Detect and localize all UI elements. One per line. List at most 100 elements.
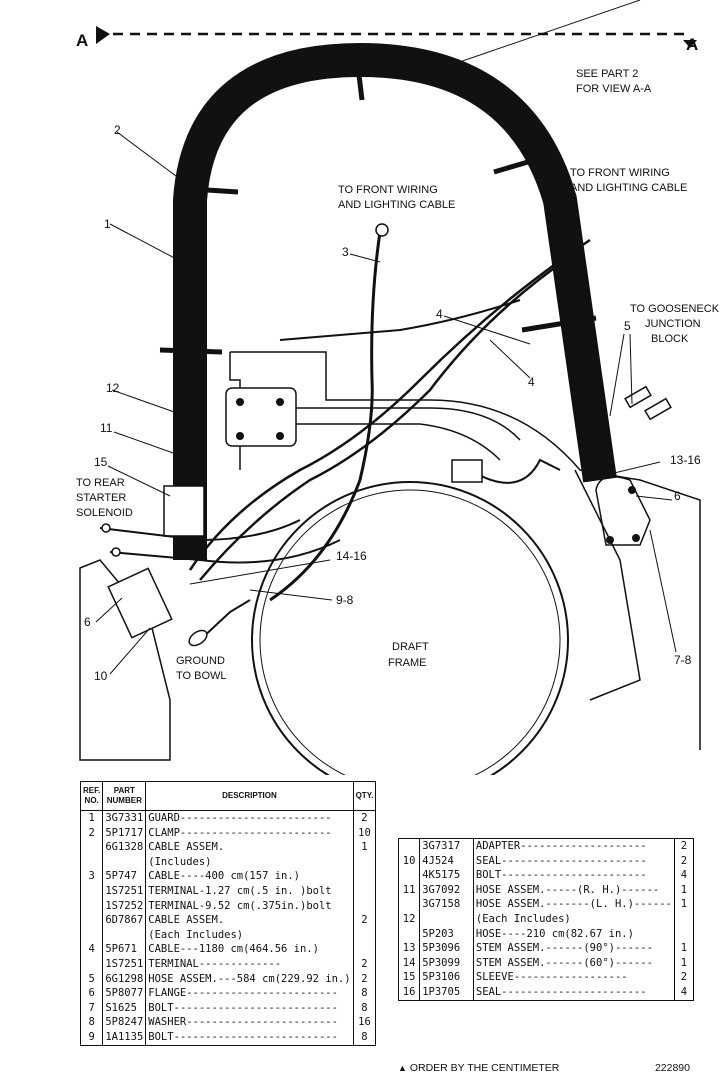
cell-ref	[80, 898, 104, 914]
cell-desc: (Includes)	[145, 854, 354, 870]
cell-desc: HOSE ASSEM.-------(L. H.)------	[473, 897, 675, 912]
header-qty: QTY.	[353, 781, 376, 811]
cell-desc: TERMINAL-------------	[145, 956, 354, 972]
cell-desc	[473, 999, 675, 1001]
cell-ref: 9	[80, 1029, 104, 1045]
cell-ref	[80, 840, 104, 855]
cell-part: 1S7251	[102, 883, 147, 899]
cell-desc: TERMINAL-1.27 cm(.5 in. )bolt	[145, 883, 354, 899]
section-arrow-right	[683, 40, 697, 48]
table-footer: ▲ ORDER BY THE CENTIMETER 222890	[398, 1062, 694, 1074]
ref-number: 4	[436, 307, 443, 321]
cell-qty: 2	[680, 854, 688, 867]
cell-part: 1S7252	[102, 898, 147, 914]
cell-part	[102, 854, 147, 870]
cell-ref: 7	[80, 1000, 104, 1016]
cell-ref	[80, 854, 104, 870]
cell-desc: (Each Includes)	[473, 911, 675, 927]
footer-note: ORDER BY THE CENTIMETER	[409, 1062, 560, 1074]
cell-qty: 4	[680, 869, 688, 882]
ref-number: 6	[674, 489, 681, 503]
cell-qty: 4	[680, 985, 688, 998]
cell-part: 5P8247	[102, 1015, 147, 1030]
cell-part: 3G7092	[419, 882, 474, 898]
cell-part: 6G1298	[102, 971, 147, 987]
cell-ref: 16	[398, 984, 421, 1000]
cell-ref	[398, 926, 421, 942]
cell-qty: 1	[680, 898, 688, 911]
cell-part: 5P3099	[419, 955, 474, 971]
cell-part: 1S7251	[102, 956, 147, 972]
cell-desc: CABLE---1180 cm(464.56 in.)	[145, 942, 354, 957]
cell-part: 3G7331	[102, 810, 147, 826]
header-ref: REF.NO.	[80, 781, 104, 811]
header-description: DESCRIPTION	[145, 781, 354, 811]
cell-part: 4J524	[419, 853, 474, 869]
cell-ref: 15	[398, 970, 421, 985]
ref-number: 13-16	[670, 453, 701, 467]
cell-ref: 13	[398, 941, 421, 956]
cell-qty: 1	[680, 956, 688, 969]
cell-desc: CABLE ASSEM.	[145, 913, 354, 928]
table-row: 5P203 HOSE----210 cm(82.67 in.)	[398, 926, 694, 942]
cell-part: 3G7158	[419, 897, 474, 912]
cell-qty	[674, 912, 693, 927]
cell-ref: 8	[80, 1015, 104, 1030]
cell-qty: 1	[680, 883, 688, 896]
ref-number: 3	[342, 245, 349, 259]
cell-ref: 12	[398, 911, 421, 927]
cell-qty	[674, 1000, 693, 1001]
ref-number: 14-16	[336, 549, 367, 563]
ref-number: 10	[94, 669, 108, 683]
cell-part	[102, 927, 147, 943]
ref-number: 7-8	[674, 653, 692, 667]
ref-number: 9-8	[336, 593, 354, 607]
cell-part: S1625	[102, 1000, 147, 1016]
cell-qty	[353, 869, 376, 884]
cell-part	[419, 911, 474, 927]
ref-number: 6	[84, 615, 91, 629]
cell-qty	[674, 927, 693, 942]
cell-qty: 2	[361, 812, 368, 824]
cell-desc: SEAL-----------------------	[473, 853, 675, 869]
footnote-triangle-icon: ▲	[398, 1063, 407, 1073]
cell-ref: 1	[80, 810, 104, 826]
table-row: 1S7251 TERMINAL------------- 2	[80, 956, 376, 972]
drawing-code: 222890	[654, 1062, 690, 1074]
cell-ref	[398, 838, 421, 854]
view-marker-left: A	[76, 31, 88, 50]
cell-ref	[398, 999, 421, 1001]
cell-desc: HOSE ASSEM.-----(R. H.)------	[473, 882, 675, 898]
cell-desc: STEM ASSEM.------(90°)------	[473, 941, 675, 956]
cell-qty: 1	[361, 841, 368, 854]
cell-ref: 4	[80, 942, 104, 957]
ref-number: 4	[528, 375, 535, 389]
cell-part: 5P203	[419, 926, 474, 942]
cell-ref: 10	[398, 853, 421, 869]
ref-number: 11	[100, 421, 113, 435]
cell-part	[419, 999, 474, 1001]
cell-qty: 2	[361, 914, 368, 927]
view-marker-right: A	[686, 35, 698, 54]
cell-desc: FLANGE------------------------	[145, 986, 354, 1001]
cell-qty	[353, 928, 376, 943]
cell-desc: SLEEVE------------------	[473, 970, 675, 985]
cell-desc: BOLT--------------------------	[145, 1029, 354, 1045]
cell-qty: 2	[361, 957, 368, 970]
